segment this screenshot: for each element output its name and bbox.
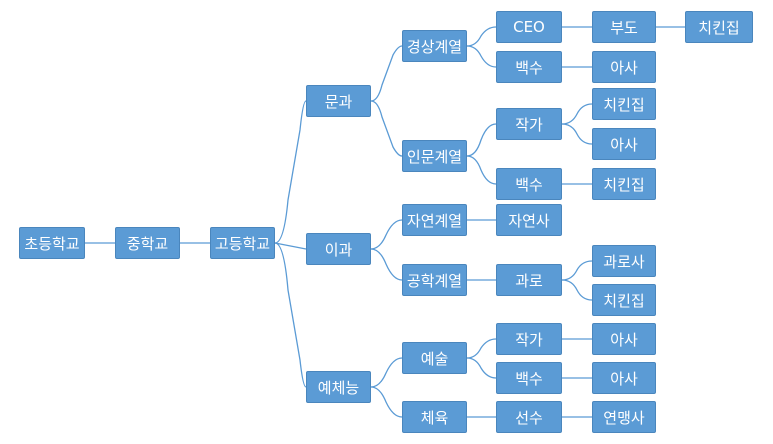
edge-writer-chicken: [561, 103, 593, 125]
edge-humanities-unemployed: [466, 155, 497, 185]
edge-liberal-business: [370, 45, 403, 102]
node-middle: 중학교: [115, 227, 180, 259]
node-final-chicken: 치킨집: [685, 11, 753, 43]
node-writer-chicken: 치킨집: [592, 88, 656, 120]
node-humanities: 인문계열: [402, 140, 467, 172]
node-bankrupt: 부도: [592, 11, 656, 43]
node-biz-unemployed: 백수: [496, 51, 562, 83]
node-arts: 예술: [402, 342, 467, 374]
node-hum-chicken: 치킨집: [592, 168, 656, 200]
node-biz-starve: 아사: [592, 51, 656, 83]
node-arts-writer-starve: 아사: [592, 323, 656, 355]
edge-high-liberal: [274, 100, 307, 244]
edge-liberal-humanities: [370, 100, 403, 157]
node-arts-sports: 예체능: [306, 371, 371, 403]
node-high: 고등학교: [210, 227, 275, 259]
node-overwork: 과로: [496, 264, 562, 296]
node-hum-writer: 작가: [496, 108, 562, 140]
node-arts-unemp-starve: 아사: [592, 362, 656, 394]
edge-high-science: [274, 242, 307, 250]
node-natural-death: 자연사: [496, 204, 562, 236]
edge-business-ceo: [466, 26, 497, 47]
node-liberal-arts: 문과: [306, 85, 371, 117]
node-natural-sci: 자연계열: [402, 204, 467, 236]
edge-science-natural: [370, 219, 403, 250]
edge-writer-starve: [561, 123, 593, 145]
edge-artsport-arts: [370, 357, 403, 388]
node-hum-unemployed: 백수: [496, 168, 562, 200]
edge-overwork-chicken: [561, 279, 593, 301]
edge-humanities-writer: [466, 123, 497, 157]
node-overwork-death: 과로사: [592, 245, 656, 277]
edge-science-engineering: [370, 248, 403, 281]
edge-business-unemployed: [466, 45, 497, 68]
edge-arts-writer: [466, 338, 497, 359]
node-eng-chicken: 치킨집: [592, 284, 656, 316]
node-pe: 체육: [402, 401, 467, 433]
edge-arts-unemployed: [466, 357, 497, 379]
node-arts-unemployed: 백수: [496, 362, 562, 394]
edge-overwork-death: [561, 260, 593, 281]
node-pension-death: 연맹사: [592, 401, 656, 433]
node-arts-writer: 작가: [496, 323, 562, 355]
node-athlete: 선수: [496, 401, 562, 433]
node-ceo: CEO: [496, 11, 562, 43]
node-elementary: 초등학교: [19, 227, 85, 259]
node-engineering: 공학계열: [402, 264, 467, 296]
edge-artsport-pe: [370, 386, 403, 418]
node-writer-starve: 아사: [592, 128, 656, 160]
edge-high-arts-sports: [274, 242, 307, 388]
node-science: 이과: [306, 233, 371, 265]
node-business: 경상계열: [402, 30, 467, 62]
